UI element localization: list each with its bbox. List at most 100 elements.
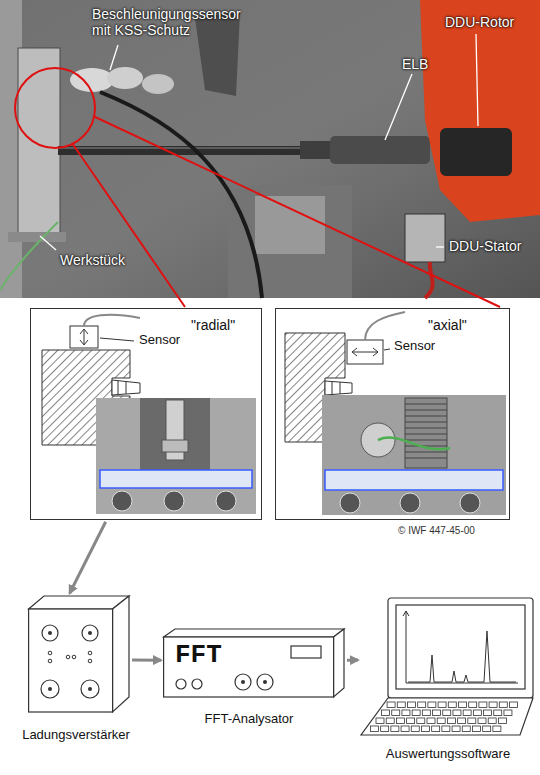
laptop-figure-outline: [370, 726, 378, 732]
axial-photo: [405, 422, 447, 423]
laptop-figure-outline: [448, 702, 456, 708]
laptop-figure-outline: [468, 718, 476, 724]
amplifier-box-outline: [81, 680, 99, 698]
radial-photo: [112, 491, 132, 511]
analyzer-box-outline: [192, 679, 202, 689]
laptop-figure-outline: [458, 718, 466, 724]
axial-photo: [405, 434, 447, 435]
machine-photo: [300, 141, 335, 159]
part-label: Werkstück: [60, 252, 125, 268]
machine-photo: [405, 214, 445, 262]
axial-sketch: [352, 348, 378, 356]
laptop-figure-outline: [417, 718, 425, 724]
sensor-panel: "axial"Sensor: [275, 308, 510, 520]
laptop-figure-outline: [387, 702, 395, 708]
radial-sketch: [80, 329, 88, 345]
machine-photo: [107, 67, 143, 89]
laptop-figure-outline: [396, 605, 525, 689]
laptop-figure-outline: [403, 611, 518, 683]
device-display: FFT: [175, 641, 222, 671]
zoom-marker: [93, 116, 500, 307]
amplifier-box-outline: [28, 595, 130, 713]
radial-sketch: [126, 382, 127, 394]
signal-arrow: [347, 659, 358, 662]
laptop-figure-outline: [484, 710, 492, 716]
leader-line: [40, 236, 56, 250]
device-label: FFT-Analysator: [205, 712, 294, 727]
radial-sketch: [100, 338, 134, 341]
laptop-figure-outline: [382, 710, 390, 716]
amplifier-box-outline: [82, 625, 98, 641]
machine-photo: [255, 196, 325, 254]
amplifier-box-outline: [113, 596, 130, 712]
laptop-figure-outline: [388, 598, 533, 698]
laptop-figure-outline: [453, 710, 461, 716]
analyzer-box-outline: [164, 629, 344, 637]
machine-photo: [0, 0, 540, 298]
leader-line: [385, 74, 412, 140]
amplifier-box: Ladungsverstärker: [28, 595, 130, 713]
laptop-figure-outline: [401, 726, 409, 732]
axial-sketch: [332, 382, 333, 394]
axial-sketch: [340, 382, 341, 394]
amplifier-box-outline: [88, 631, 92, 635]
laptop-figure-outline: [473, 710, 481, 716]
laptop-figure-outline: [488, 718, 496, 724]
analyzer-box-outline: [291, 646, 321, 658]
axial-sketch: [325, 381, 352, 395]
laptop-figure-outline: [483, 726, 491, 732]
machine-photo: [142, 74, 174, 94]
radial-photo: [100, 470, 252, 488]
laptop-figure-outline: [391, 726, 399, 732]
panel-title: "radial": [191, 317, 235, 333]
laptop-figure-outline: [458, 702, 466, 708]
radial-photo: [140, 398, 210, 473]
laptop-figure-outline: [438, 702, 446, 708]
axial-sketch: [384, 349, 390, 350]
laptop-figure-outline: [469, 702, 477, 708]
part-label: ELB: [402, 56, 428, 72]
radial-photo: [164, 491, 184, 511]
laptop-figure-outline: [479, 702, 487, 708]
radial-photo: [162, 440, 188, 452]
zoom-marker: [15, 68, 500, 307]
amplifier-box-outline: [48, 687, 52, 691]
laptop-figure-outline: [407, 702, 415, 708]
zoom-marker: [15, 68, 95, 148]
laptop-figure-outline: [504, 710, 512, 716]
amplifier-box-outline: [66, 655, 70, 659]
axial-photo: [405, 440, 447, 441]
machine-photo: [330, 136, 430, 164]
leader-line: [476, 34, 478, 126]
axial-photo: [405, 398, 447, 468]
radial-photo: [96, 398, 256, 514]
axial-photo: [405, 410, 447, 411]
axial-sketch: [353, 352, 377, 353]
radial-sketch: [70, 326, 98, 348]
laptop-figure-outline: [478, 718, 486, 724]
axial-photo: [322, 395, 506, 515]
radial-sketch: [84, 315, 140, 326]
laptop-figure-outline: [499, 702, 507, 708]
amplifier-box-outline: [29, 596, 129, 609]
laptop-figure-outline: [433, 710, 441, 716]
device-label: Auswertungssoftware: [386, 747, 510, 762]
radial-sketch: [84, 330, 85, 344]
axial-photo: [325, 470, 503, 490]
leader-line: [436, 246, 444, 247]
laptop-figure-outline: [392, 710, 400, 716]
laptop-figure-outline: [402, 710, 410, 716]
laptop-figure-outline: [489, 702, 497, 708]
axial-photo: [460, 493, 480, 513]
laptop-figure: Auswertungssoftware: [360, 597, 535, 737]
machine-photo: [228, 185, 352, 298]
analyzer-box-outline: [176, 679, 186, 689]
amplifier-box-outline: [41, 680, 59, 698]
radial-sketch: [118, 381, 119, 394]
laptop-figure-outline: [408, 631, 516, 682]
machine-photo: [0, 222, 58, 290]
axial-photo: [405, 458, 447, 459]
